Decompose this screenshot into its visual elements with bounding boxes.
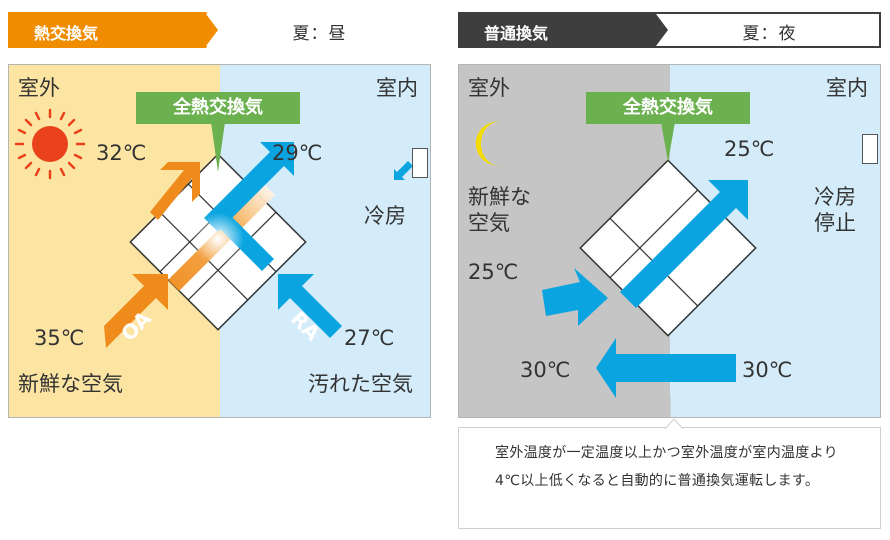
cooling-line1: 冷房 xyxy=(814,185,856,209)
heat-exchange-header: 熱交換気 夏：昼 xyxy=(8,12,431,48)
header-background xyxy=(8,12,431,48)
normal-ventilation-diagram: 室外 室内 全熱交換気 25℃ 新鮮な 空気 冷房 停止 25℃ 30℃ 30℃ xyxy=(458,64,881,418)
header-background xyxy=(458,12,881,48)
indoor-ac-unit xyxy=(862,134,878,164)
outdoor-air-temp: 35℃ xyxy=(34,326,85,350)
oa-arrow xyxy=(104,274,168,348)
return-air-temp: 27℃ xyxy=(344,326,395,350)
cooling-arrow xyxy=(394,161,413,180)
exhaust-outdoor-temp: 30℃ xyxy=(520,358,571,382)
indoor-label: 室内 xyxy=(376,76,418,100)
note-text: 室外温度が一定温度以上かつ室外温度が室内温度より4℃以上低くなると自動的に普通換… xyxy=(495,445,838,489)
exhaust-air-arrow xyxy=(596,338,736,398)
mode-title: 普通換気 xyxy=(484,24,549,43)
fresh-air-label: 新鮮な空気 xyxy=(18,372,123,396)
season-label: 夏：夜 xyxy=(742,24,797,44)
note-box: 室外温度が一定温度以上かつ室外温度が室内温度より4℃以上低くなると自動的に普通換… xyxy=(458,419,881,529)
normal-ventilation-header: 普通換気 夏：夜 xyxy=(458,12,881,48)
note-pointer xyxy=(665,419,683,429)
fresh-air-line1: 新鮮な xyxy=(468,185,531,209)
sun-icon xyxy=(14,108,86,180)
cooling-line2: 停止 xyxy=(814,211,856,236)
diagram-graphics xyxy=(8,64,431,418)
ra-arrow xyxy=(278,274,342,338)
total-heat-exchange-label: 全熱交換気 xyxy=(136,92,300,124)
supply-outlet-temp: 32℃ xyxy=(96,141,147,165)
normal-ventilation-panel: 普通換気 夏：夜 室外 xyxy=(458,0,883,540)
mode-title: 熱交換気 xyxy=(34,24,99,43)
season-label: 夏：昼 xyxy=(292,24,347,44)
outdoor-label: 室外 xyxy=(468,76,510,100)
intake-temp: 25℃ xyxy=(468,260,519,284)
supply-air-outlet-arrow xyxy=(150,162,200,220)
moon-icon xyxy=(475,121,506,166)
exhaust-outlet-temp: 29℃ xyxy=(272,141,323,165)
total-heat-exchange-label: 全熱交換気 xyxy=(586,92,750,124)
cooling-label: 冷房 xyxy=(364,204,406,228)
cooling-stopped-label: 冷房 停止 xyxy=(814,184,856,237)
dirty-air-label: 汚れた空気 xyxy=(308,372,413,396)
outdoor-label: 室外 xyxy=(18,76,60,100)
heat-exchange-diagram: 室外 室内 全熱交換気 32℃ 29℃ 冷房 OA RA 35℃ 27℃ 新鮮な… xyxy=(8,64,431,418)
intake-air-arrow xyxy=(542,268,608,326)
fresh-air-line2: 空気 xyxy=(468,211,510,236)
exhaust-indoor-temp: 30℃ xyxy=(742,358,793,382)
bypass-air-arrow xyxy=(620,180,748,308)
indoor-ac-unit xyxy=(412,148,428,178)
fresh-air-label: 新鮮な 空気 xyxy=(468,184,531,237)
indoor-label: 室内 xyxy=(826,76,868,100)
outlet-temp: 25℃ xyxy=(724,137,775,161)
heat-exchange-panel: 熱交換気 夏：昼 xyxy=(8,0,433,540)
